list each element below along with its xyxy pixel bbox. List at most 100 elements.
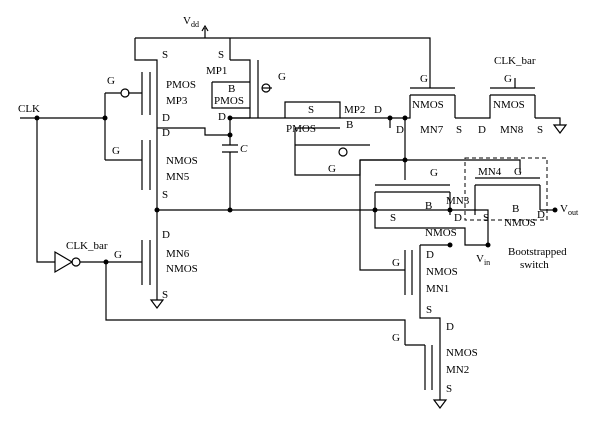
mn2-channel	[424, 345, 441, 390]
mn2-name: MN2	[446, 364, 469, 376]
vout-label: Vout	[560, 203, 579, 217]
mn4-gate-wire	[360, 159, 521, 172]
mp2-gate-wire	[294, 128, 405, 176]
mn3-name: MN3	[446, 195, 470, 207]
junction-mn5-mn6	[154, 207, 160, 213]
mn6-s: S	[162, 289, 168, 301]
mn1-type: NMOS	[426, 266, 458, 278]
mn2-d: D	[446, 321, 454, 333]
mp2-gate-plate	[295, 127, 370, 146]
mn5-gate	[105, 140, 143, 190]
mn7-drain-bus	[390, 95, 411, 119]
mp2-g: G	[328, 163, 336, 175]
mp2-bubble	[338, 147, 348, 157]
vin-terminal	[485, 242, 491, 248]
mn3-d: D	[454, 212, 462, 224]
mn8-ground	[552, 124, 568, 134]
mp3-s: S	[162, 49, 168, 61]
mp1-s: S	[218, 49, 224, 61]
mn8-name: MN8	[500, 124, 524, 136]
clk-bar-top-label: CLK_bar	[494, 55, 536, 67]
clk-label: CLK	[18, 103, 40, 115]
mp1-name: MP1	[206, 65, 227, 77]
mp2-d: D	[374, 104, 382, 116]
mn7-s: S	[456, 124, 462, 136]
mn8-g: G	[504, 73, 512, 85]
vdd-arrow	[201, 24, 209, 38]
junction-mn1-drain	[447, 242, 453, 248]
junction-mn3-gate	[402, 157, 408, 163]
mp1-channel	[230, 59, 259, 118]
mn8-source	[535, 117, 561, 125]
mn8-channel	[490, 87, 536, 118]
mp3-type: PMOS	[166, 79, 196, 91]
mn3-b: B	[425, 200, 432, 212]
mn5-d: D	[162, 127, 170, 139]
mn7-d: D	[396, 124, 404, 136]
junction-cap-top	[227, 115, 233, 121]
junction-mn7	[402, 115, 408, 121]
mn3-type: NMOS	[425, 227, 457, 239]
clk-bar-inv-label: CLK_bar	[66, 240, 108, 252]
mn1-source-wire	[419, 300, 441, 345]
labels: Vdd CLK CLK_bar CLK_bar C Vin Vout Boots…	[18, 15, 579, 395]
mp1-b: B	[228, 83, 235, 95]
mn6-channel	[141, 240, 158, 285]
mn6-ground	[149, 299, 165, 309]
wires	[20, 24, 568, 409]
junction-cap-bottom	[227, 207, 233, 213]
mn6-g: G	[114, 249, 122, 261]
vin-label: Vin	[476, 253, 490, 267]
mn4-type: NMOS	[504, 217, 536, 229]
mn1-g: G	[392, 257, 400, 269]
mp2-name: MP2	[344, 104, 365, 116]
mn8-drain	[475, 95, 491, 119]
mn1-s: S	[426, 304, 432, 316]
mn4-g: G	[514, 166, 522, 178]
junction-clk-gates	[102, 115, 108, 121]
mp3-channel	[149, 72, 158, 115]
mn4-b: B	[512, 203, 519, 215]
mn2-type: NMOS	[446, 347, 478, 359]
mp2-s: S	[308, 104, 314, 116]
mn4-s: S	[483, 212, 489, 224]
mn4-name: MN4	[478, 166, 502, 178]
mn4-channel	[474, 177, 541, 215]
mp3-gate	[128, 72, 143, 115]
mn5-type: NMOS	[166, 155, 198, 167]
mp1-type: PMOS	[214, 95, 244, 107]
mn3-s: S	[390, 212, 396, 224]
mp2-type: PMOS	[286, 123, 316, 135]
mn5-g: G	[112, 145, 120, 157]
junction-bottom-line	[447, 207, 453, 213]
junction-clkbar	[103, 259, 109, 265]
mn8-d: D	[478, 124, 486, 136]
mp1-body-box	[211, 81, 250, 109]
vout-terminal	[552, 207, 558, 213]
mp1-g: G	[278, 71, 286, 83]
clk-bus	[20, 92, 121, 263]
mn6-name: MN6	[166, 248, 190, 260]
mp3-bubble	[120, 88, 130, 98]
bootstrap-label-1: Bootstrapped	[508, 246, 567, 258]
mp2-body	[230, 101, 341, 119]
mn3-g: G	[430, 167, 438, 179]
mn6-type: NMOS	[166, 263, 198, 275]
vin-wire	[450, 227, 488, 246]
mn4-d: D	[537, 209, 545, 221]
mn1-d: D	[426, 249, 434, 261]
mp3-drain-to-cap	[157, 127, 230, 136]
junction-mp2-d	[387, 115, 393, 121]
mp3-source-wire	[134, 38, 158, 72]
mn8-type: NMOS	[493, 99, 525, 111]
bootstrap-box	[464, 157, 548, 221]
mn7-channel	[410, 87, 456, 118]
mn5-channel	[149, 140, 158, 190]
inverter-bubble	[71, 257, 81, 267]
junctions	[34, 115, 453, 265]
cap-plates	[222, 144, 238, 153]
mn5-name: MN5	[166, 171, 190, 183]
mn1-name: MN1	[426, 283, 449, 295]
mn8-s: S	[537, 124, 543, 136]
